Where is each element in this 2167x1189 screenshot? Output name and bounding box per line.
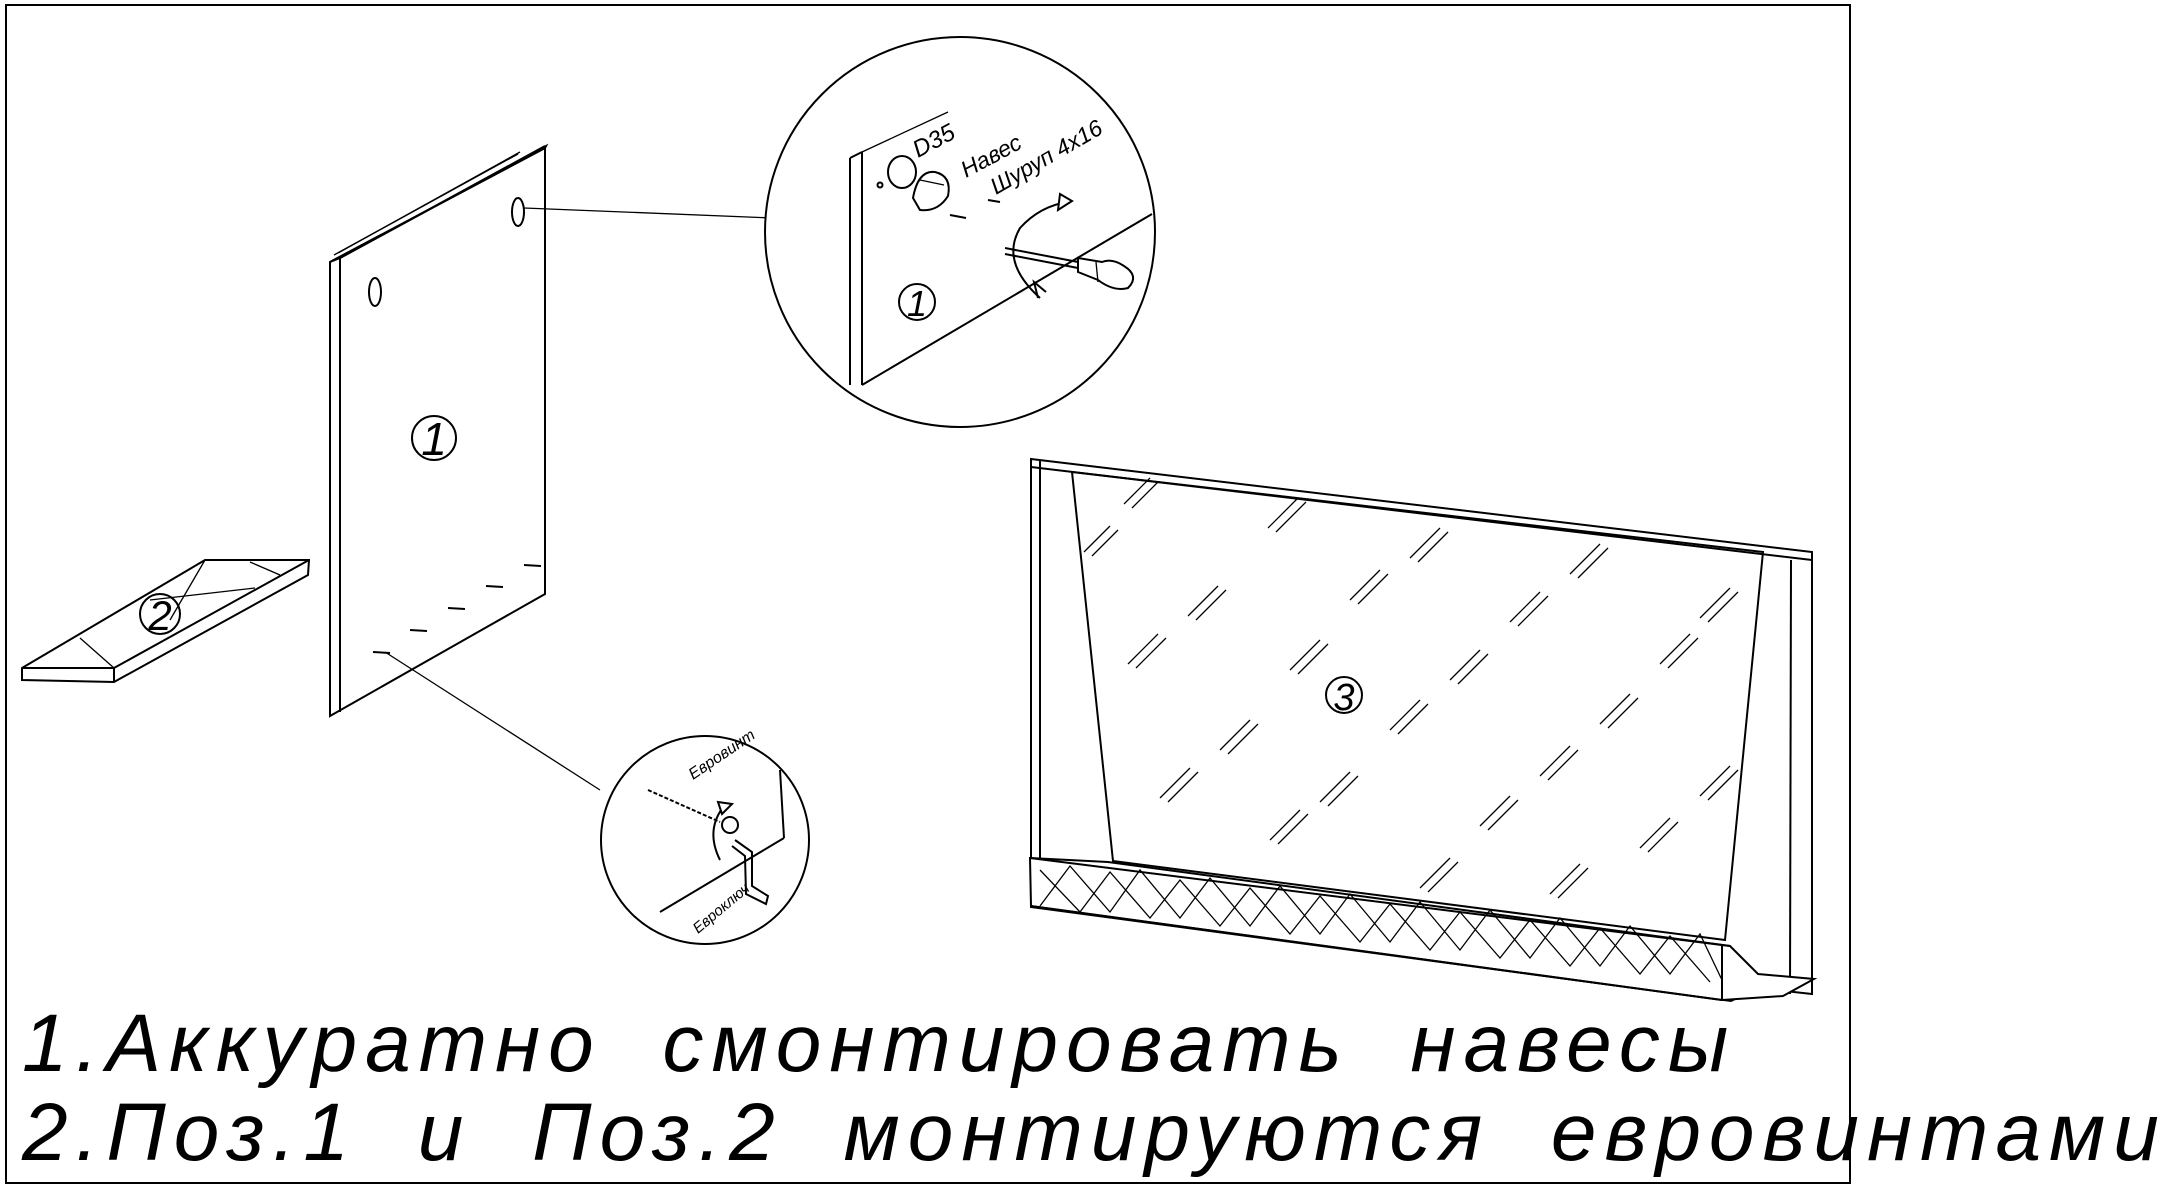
detail-pos1-label: 1 — [907, 283, 927, 324]
page-border — [5, 4, 1851, 1184]
hinge-hole-left — [368, 277, 382, 307]
pos2-marker — [139, 593, 181, 635]
assembly-sheet: 1 2 D35 — [5, 4, 2159, 1184]
pos1-label: 1 — [421, 413, 447, 465]
leader-line-hinge — [523, 207, 774, 219]
detail-euroscrew: Евровинт Евроключ — [600, 727, 810, 945]
glass-reflection-marks — [1083, 477, 1739, 899]
instruction-line-1: 1.Аккуратно смонтировать навесы — [22, 998, 1737, 1089]
pos3-marker — [1325, 676, 1363, 714]
pos3-label: 3 — [1333, 677, 1354, 719]
shelf-pos2: 2 — [21, 559, 311, 684]
detail-hinge: D35 Навес Шуруп 4х16 1 — [764, 36, 1156, 428]
pos1-marker — [411, 415, 457, 461]
leader-line-euroscrew — [384, 651, 601, 791]
instruction-line-2: 2.Поз.1 и Поз.2 монтируются евровинтами — [22, 1087, 2167, 1178]
assembly-drawing: 1 2 D35 — [21, 36, 1818, 1003]
panel-pos1: 1 — [329, 143, 549, 718]
pos2-label: 2 — [147, 592, 171, 639]
mirror-pos3: 3 — [1028, 457, 1818, 1003]
hinge-hole-right — [511, 197, 525, 227]
shelf-hatching — [1039, 864, 1723, 983]
